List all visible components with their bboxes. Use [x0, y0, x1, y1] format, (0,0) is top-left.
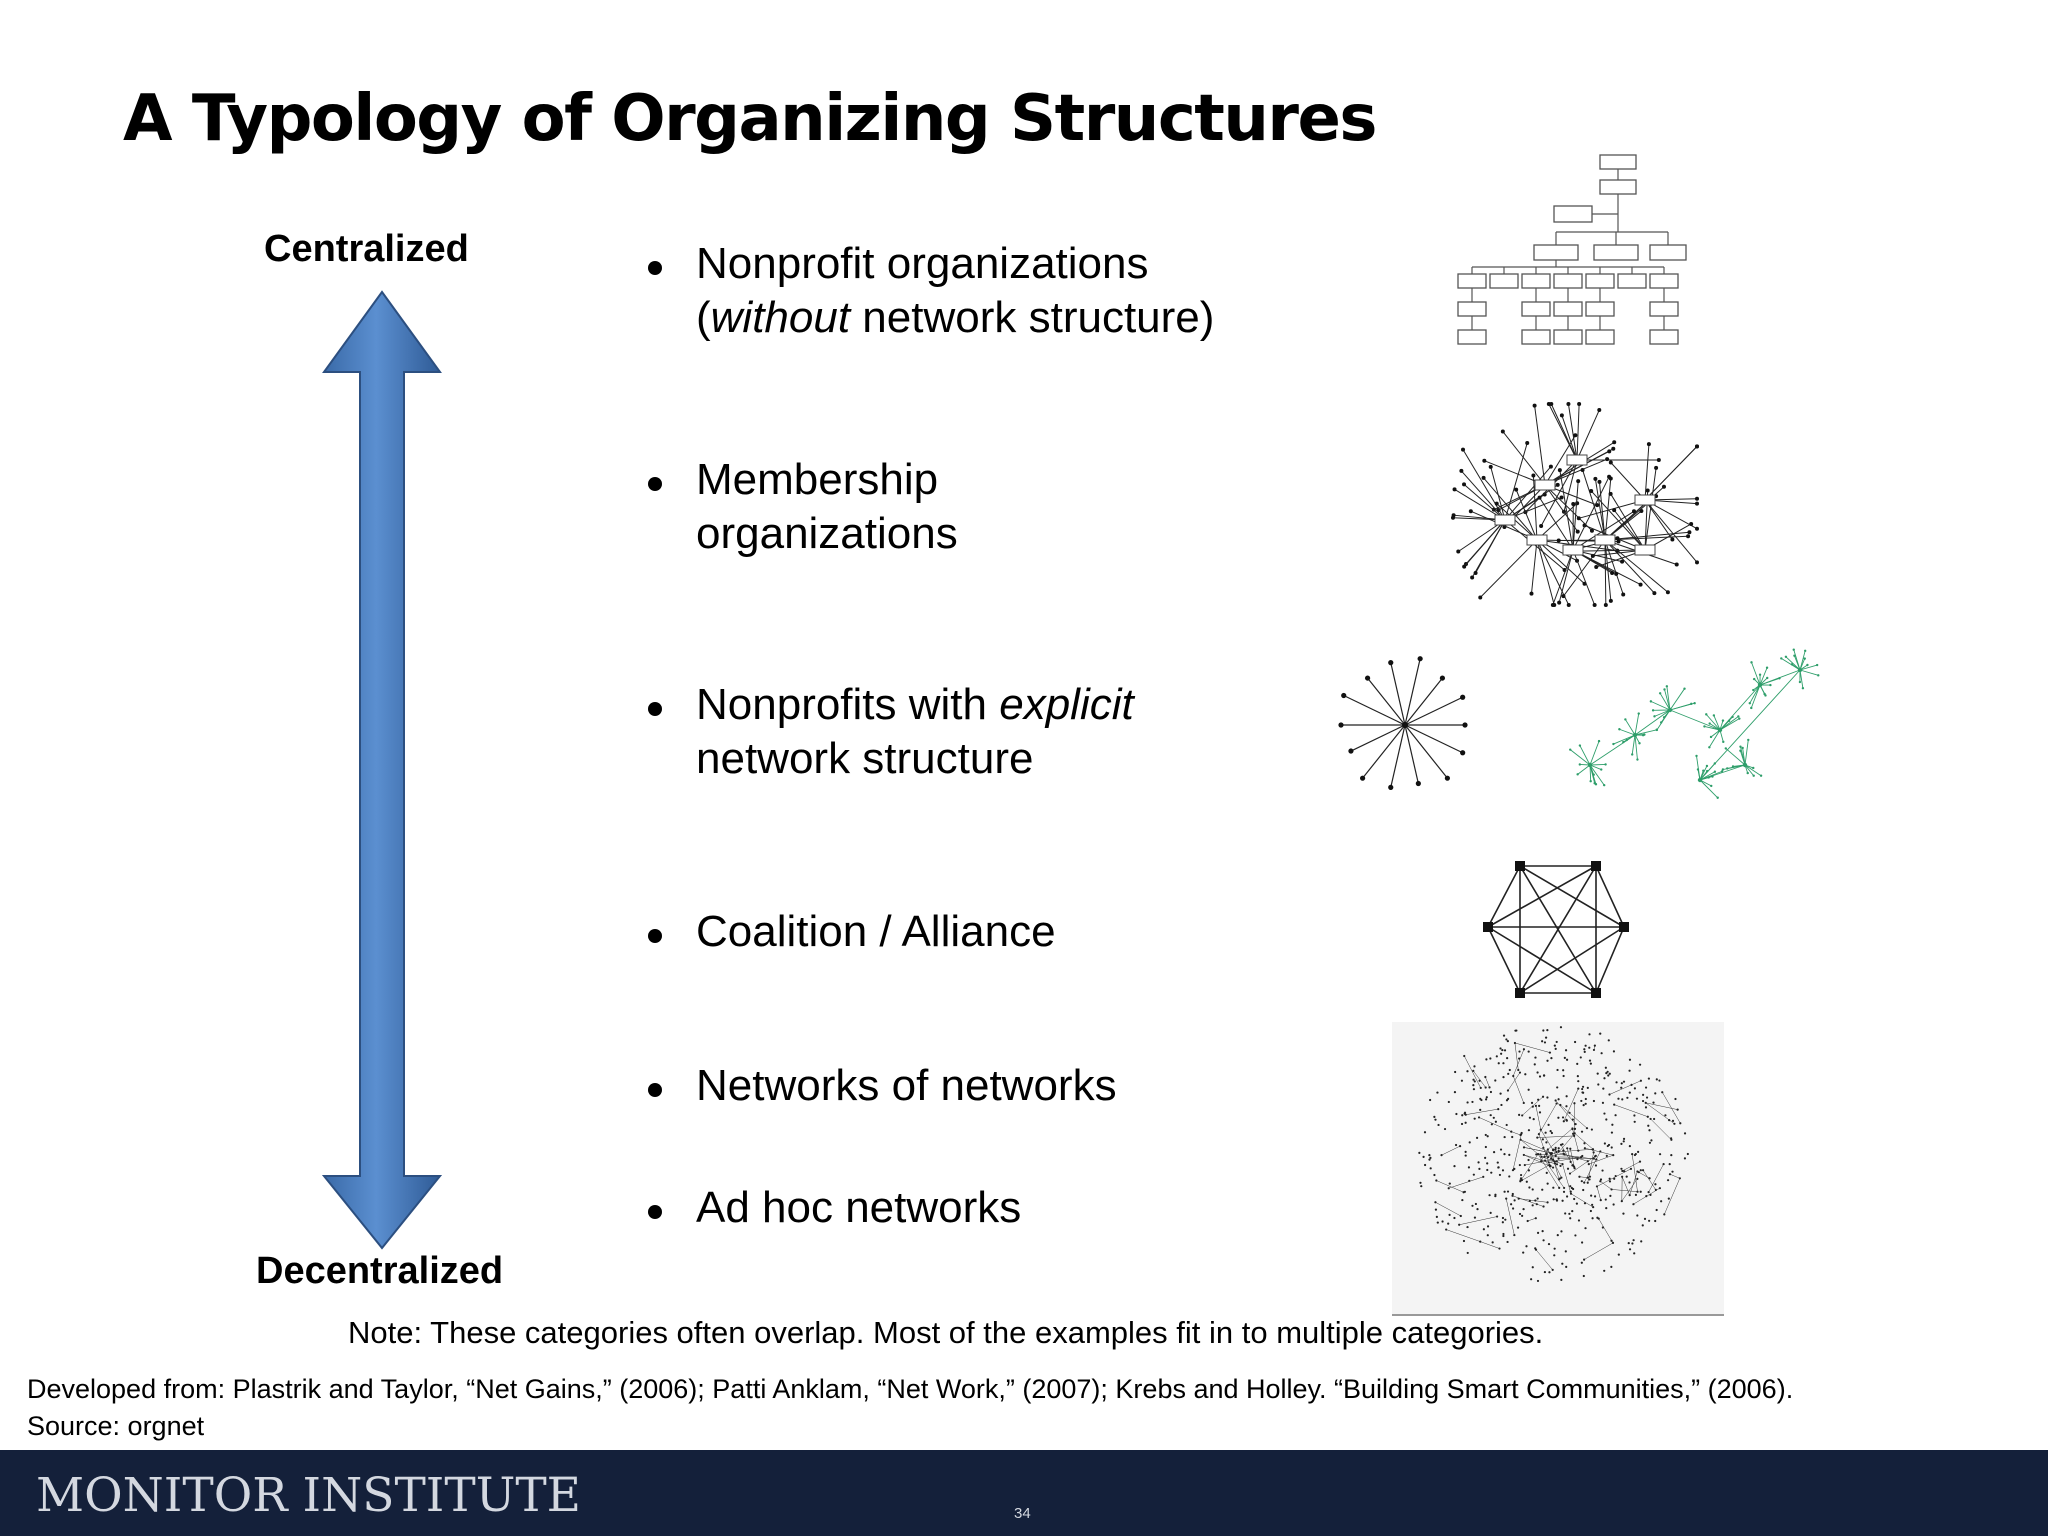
slide-title: A Typology of Organizing Structures [123, 82, 1377, 156]
bullet-text-line: Membership [696, 455, 939, 504]
bullet-text-line: organizations [696, 509, 958, 558]
coalition-graph-icon [1483, 861, 1629, 998]
bullet-dot [648, 702, 662, 716]
bullet-text-line: Ad hoc networks [696, 1183, 1022, 1232]
hub-spoke-icon [1338, 656, 1468, 790]
axis-label-decentralized: Decentralized [256, 1250, 504, 1292]
bullet-dot [648, 261, 662, 275]
bullet-text-line: Nonprofit organizations [696, 239, 1149, 288]
bullet-text-line: network structure [696, 734, 1034, 783]
source-line: Source: orgnet [27, 1411, 205, 1441]
note-text: Note: These categories often overlap. Mo… [348, 1315, 1544, 1350]
dense-network-icon [1392, 1022, 1724, 1316]
org-chart-icon [1457, 154, 1687, 345]
monitor-institute-logo: MONITOR INSTITUTE [36, 1468, 581, 1523]
membership-network-icon [1451, 402, 1699, 607]
footer-bar: MONITOR INSTITUTE 34 [0, 1450, 2048, 1536]
page-number: 34 [1014, 1505, 1031, 1522]
double-arrow-icon [321, 290, 443, 1250]
axis-label-centralized: Centralized [264, 228, 469, 270]
bullet-text-line: (without network structure) [696, 293, 1215, 342]
credit-line: Developed from: Plastrik and Taylor, “Ne… [27, 1374, 1794, 1404]
bullet-text-line: Coalition / Alliance [696, 907, 1056, 956]
bullet-text-line: Nonprofits with explicit [696, 680, 1134, 729]
bullet-dot [648, 1083, 662, 1097]
bullet-text-line: Networks of networks [696, 1061, 1117, 1110]
bullet-dot [648, 929, 662, 943]
bullet-dot [648, 1205, 662, 1219]
cluster-network-icon [1569, 648, 1820, 799]
bullet-dot [648, 477, 662, 491]
